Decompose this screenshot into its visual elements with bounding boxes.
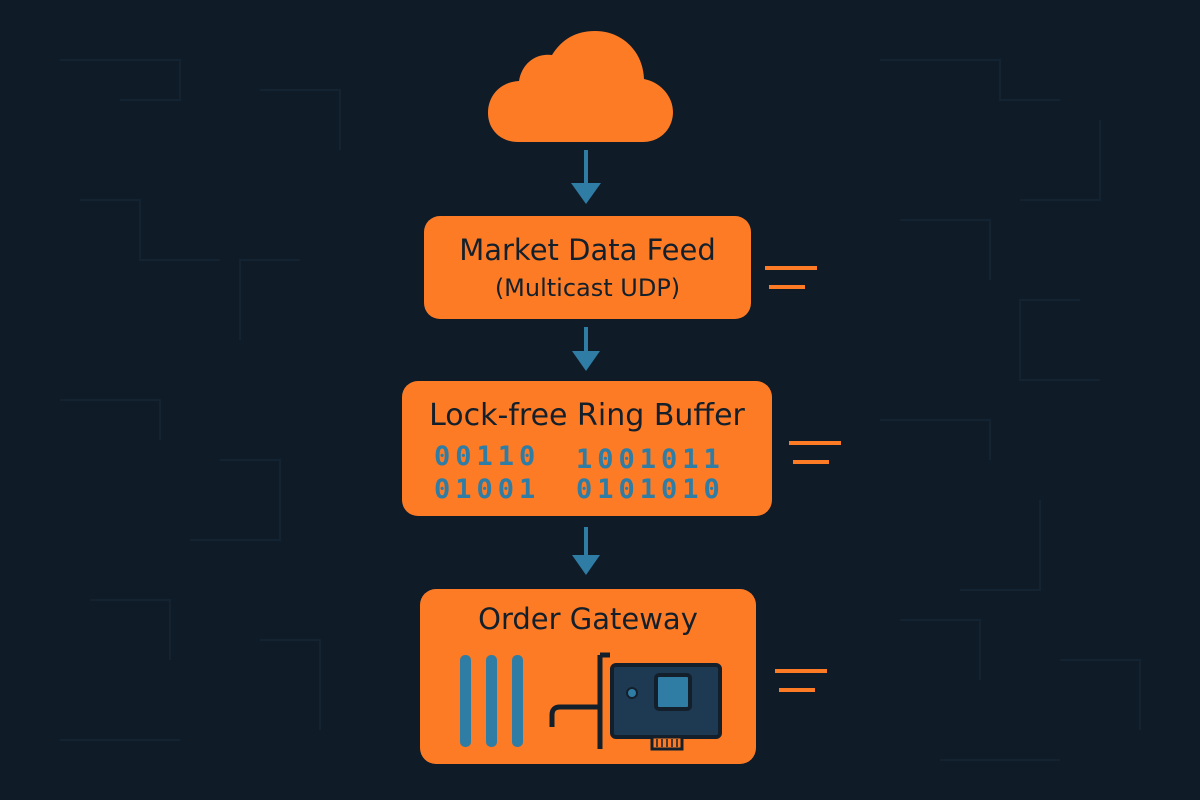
network-card-icon bbox=[549, 652, 722, 751]
bits-row2-left: 01001 bbox=[434, 474, 541, 505]
speed-lines-icon bbox=[765, 266, 817, 289]
feed-node-subtitle: (Multicast UDP) bbox=[494, 274, 681, 302]
market-data-feed-node: Market Data Feed (Multicast UDP) bbox=[424, 216, 751, 319]
ring-buffer-node: Lock-free Ring Buffer 00110 1001011 0100… bbox=[402, 381, 772, 516]
speed-lines-icon bbox=[775, 669, 827, 692]
buffer-node-title: Lock-free Ring Buffer bbox=[429, 398, 745, 433]
down-arrow-icon bbox=[572, 327, 600, 371]
down-arrow-icon bbox=[571, 150, 601, 204]
server-bars-icon bbox=[460, 655, 523, 747]
bits-row1-left: 00110 bbox=[434, 441, 541, 472]
bits-row2-right: 0101010 bbox=[576, 474, 725, 505]
bits-row1-right: 1001011 bbox=[576, 444, 725, 475]
cloud-icon bbox=[488, 31, 673, 142]
order-gateway-node: Order Gateway bbox=[420, 589, 756, 764]
gateway-node-title: Order Gateway bbox=[478, 602, 698, 636]
down-arrow-icon bbox=[572, 527, 600, 575]
speed-lines-icon bbox=[789, 441, 841, 464]
feed-node-title: Market Data Feed bbox=[459, 233, 716, 267]
